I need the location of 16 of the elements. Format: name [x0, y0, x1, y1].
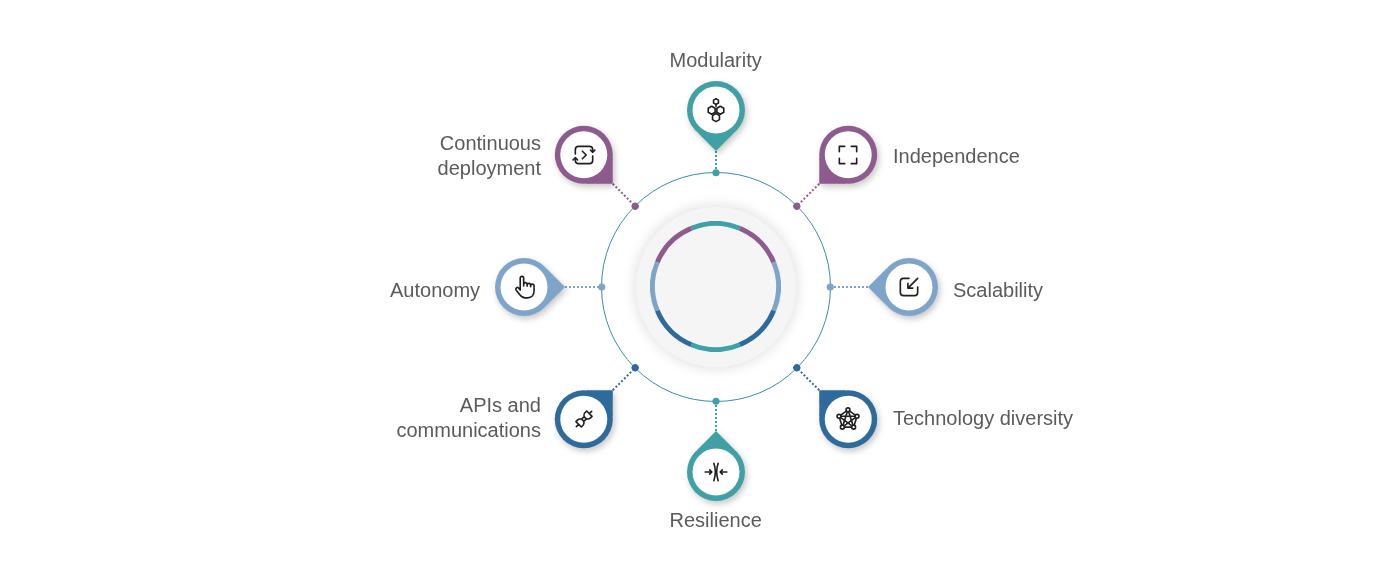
feature-label: Independence	[893, 143, 1020, 169]
feature-label: Scalability	[953, 277, 1044, 303]
dotted-connector	[793, 182, 821, 210]
dotted-connector	[564, 283, 606, 291]
dotted-connector	[826, 283, 869, 291]
dotted-connector	[611, 182, 639, 210]
feature-label: Continuous deployment	[437, 131, 541, 181]
feature-label: Technology diversity	[893, 405, 1074, 431]
dotted-connector	[793, 364, 821, 392]
feature-label: APIs and communications	[396, 393, 541, 443]
dotted-connector	[611, 364, 639, 392]
feature-label: Resilience	[669, 508, 762, 533]
feature-label: Modularity	[669, 48, 762, 73]
feature-label: Autonomy	[390, 277, 481, 303]
dotted-connector	[712, 397, 720, 432]
dotted-connector	[712, 150, 720, 177]
